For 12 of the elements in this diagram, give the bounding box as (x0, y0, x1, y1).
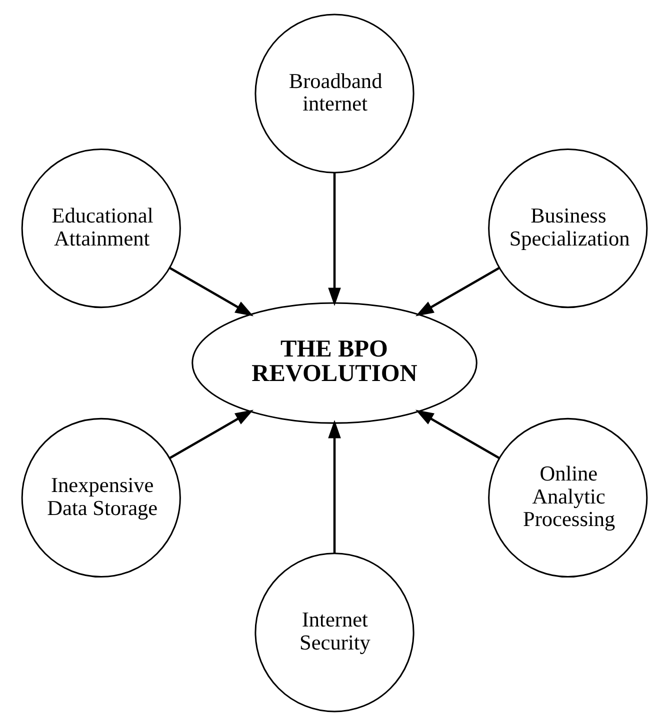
node-circle: Online Analytic Processing (488, 418, 648, 578)
node-circle: Educational Attainment (21, 148, 181, 308)
node-circle: Internet Security (254, 552, 414, 712)
node-circle: Inexpensive Data Storage (21, 418, 181, 578)
node-circle: Business Specialization (488, 148, 648, 308)
node-circle: Broadband internet (254, 14, 414, 174)
arrow (169, 266, 254, 316)
arrow (415, 266, 500, 316)
arrow (415, 410, 500, 460)
arrow (328, 172, 341, 306)
arrow (328, 420, 341, 554)
arrow (169, 410, 254, 460)
